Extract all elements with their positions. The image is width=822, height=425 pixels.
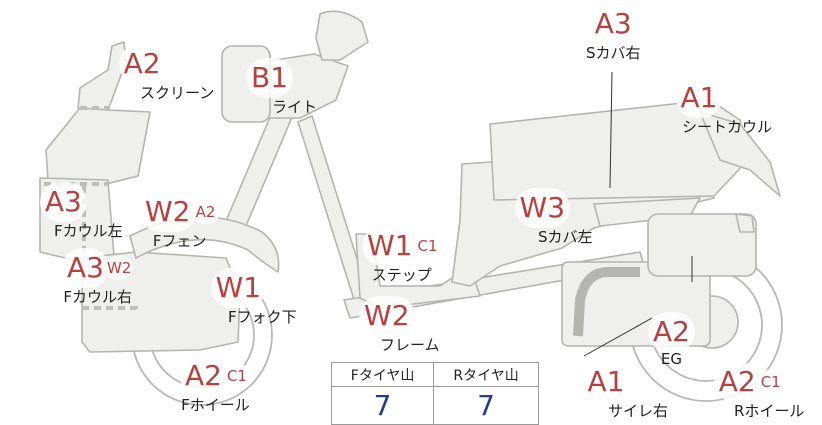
grade-code: A3 [39,182,87,222]
grade-code: A2 [713,362,761,402]
tail-cowl [699,111,781,197]
grade-subcode: C1 [756,370,785,394]
grade-code: A2 [648,312,695,352]
grade-subcode: C1 [222,364,251,388]
rear-tread-header: Rタイヤ山 [433,362,539,387]
label-side-right: A1 サイレ右 [544,362,668,421]
exhaust-pipe [573,267,640,337]
rear-tread-value: 7 [433,386,539,425]
part-name: フレーム [380,336,440,354]
grade-code: W3 [514,188,571,228]
grade-code: A1 [675,78,723,118]
mirror [315,10,369,61]
muffler-tip [735,213,755,233]
part-name: シートカウル [682,118,773,136]
grade-subcode: C1 [413,234,442,258]
grade-code: A2 [180,356,227,396]
label-s-cover-left: W3 Sカバ左 [492,188,593,247]
part-name: Fフェン [152,232,207,250]
grade-code: B1 [245,58,294,98]
grade-code: A2 [118,44,166,84]
front-cowl-upper [45,107,151,187]
grade-subcode: W2 [104,256,134,280]
label-screen: A2 スクリーン [70,44,214,103]
part-name: Fフォク下 [228,308,297,326]
label-seat-cowl: A1 シートカウル [626,78,772,137]
label-f-cowl-left: A3 Fカウル左 [4,182,123,241]
grade-code: A3 [62,248,109,288]
label-s-cover-right: A3 Sカバ右 [586,4,641,63]
tyre-tread-table: Fタイヤ山 Rタイヤ山 7 7 [330,362,539,425]
part-name: ステップ [371,266,432,284]
part-name: EG [660,350,683,368]
grade-subcode: A2 [191,200,220,224]
front-cowl-right-joint [82,306,138,314]
label-frame: W2 フレーム [334,296,440,355]
part-name: スクリーン [140,84,215,102]
muffler [647,213,757,277]
leader-side-right [583,317,653,357]
front-tread-value: 7 [330,386,435,425]
leader-s-cover-right [609,71,613,189]
label-engine: A2 EG [648,312,695,368]
part-name: Rホイール [734,402,805,420]
grade-code: W1 [362,226,418,266]
part-name: サイレ右 [608,402,669,420]
grade-code: W2 [140,192,196,232]
part-name: Sカバ左 [538,228,593,246]
label-f-fork: W1 Fフォク下 [180,268,297,327]
part-name: ライト [272,98,318,116]
grade-code: W2 [359,296,415,336]
part-name: Fホイール [181,396,250,414]
part-name: Fカウル右 [63,288,132,306]
grade-code: W1 [210,268,267,308]
part-name: Fカウル左 [54,222,123,240]
grade-code: A1 [582,362,630,402]
part-name: Sカバ右 [586,44,641,62]
front-tread-header: Fタイヤ山 [330,362,435,387]
label-light: B1 ライト [222,58,317,117]
grade-code: A3 [589,4,637,44]
